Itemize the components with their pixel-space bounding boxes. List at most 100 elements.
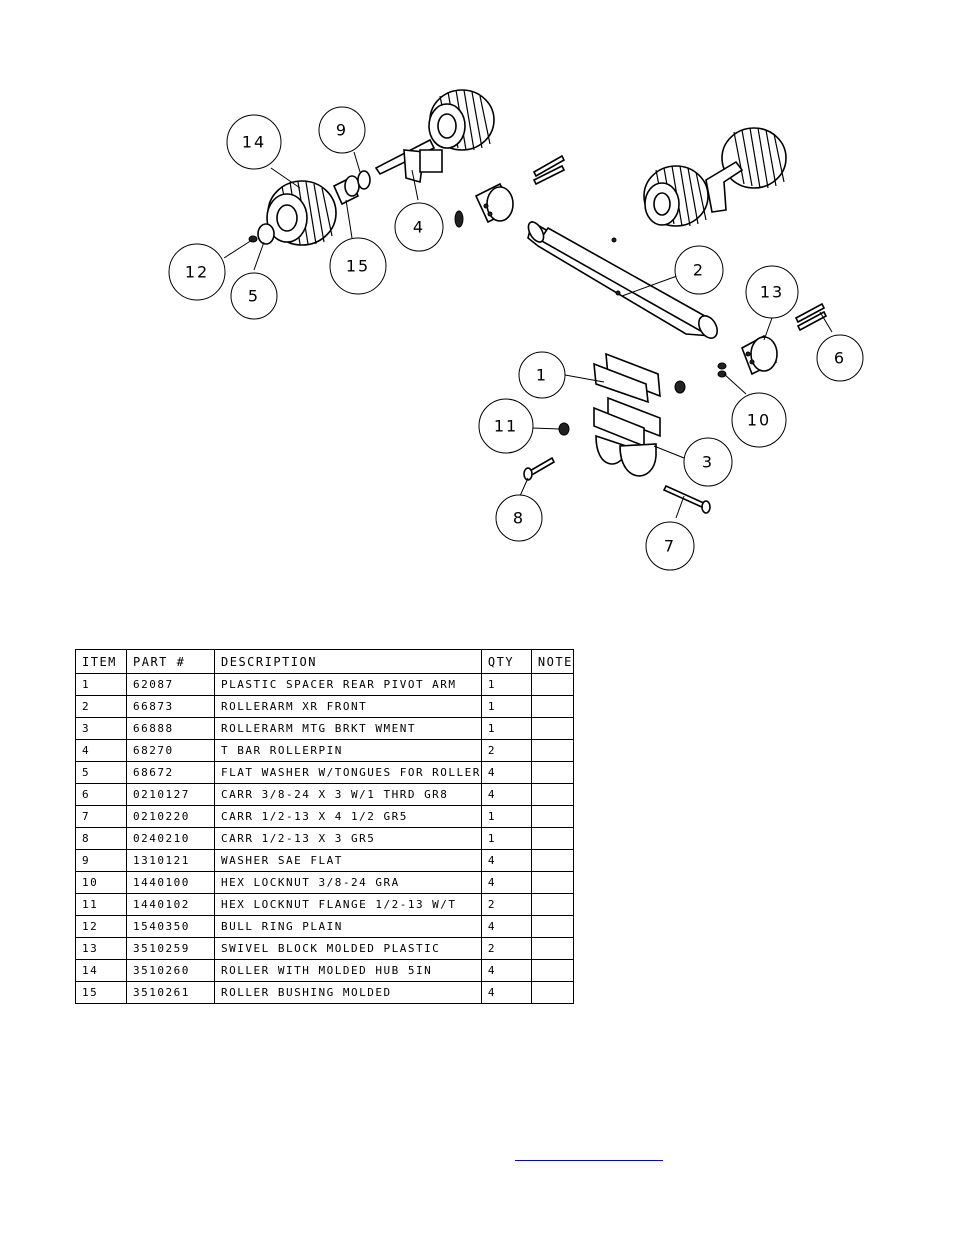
svg-text:10: 10 [747, 411, 771, 430]
cell-part-number: 62087 [126, 673, 215, 696]
cell-qty: 4 [480, 959, 532, 982]
cell-item: 9 [75, 849, 127, 872]
cell-note [530, 783, 574, 806]
cell-part-number: 3510261 [126, 981, 215, 1004]
footer-link[interactable] [515, 1146, 663, 1161]
cell-qty: 1 [480, 673, 532, 696]
svg-text:5: 5 [248, 287, 260, 306]
cell-note [530, 915, 574, 938]
cell-qty: 1 [480, 805, 532, 828]
part-roller-lower-right [643, 165, 709, 227]
cell-part-number: 0210220 [126, 805, 215, 828]
cell-part-number: 1540350 [126, 915, 215, 938]
cell-item: 11 [75, 893, 127, 916]
svg-text:9: 9 [336, 121, 348, 140]
part-nut-11 [558, 422, 570, 436]
svg-text:8: 8 [513, 509, 525, 528]
cell-qty: 4 [480, 915, 532, 938]
cell-item: 3 [75, 717, 127, 740]
cell-note [530, 761, 574, 784]
cell-item: 12 [75, 915, 127, 938]
part-bolt-8 [523, 456, 556, 481]
cell-part-number: 3510260 [126, 959, 215, 982]
cell-description: ROLLER WITH MOLDED HUB 5IN [214, 959, 482, 982]
callout-7: 7 [645, 521, 695, 571]
cell-note [530, 981, 574, 1004]
svg-text:15: 15 [346, 257, 370, 276]
cell-item: 10 [75, 871, 127, 894]
callout-2: 2 [674, 245, 724, 295]
callout-4: 4 [394, 202, 444, 252]
cell-note [530, 937, 574, 960]
callout-5: 5 [230, 272, 278, 320]
callout-3: 3 [683, 437, 733, 487]
part-roller-14 [266, 180, 337, 246]
cell-description: T BAR ROLLERPIN [214, 739, 482, 762]
callout-8: 8 [495, 494, 543, 542]
part-t-bar-rollerpin-upper [374, 138, 443, 184]
cell-note [530, 695, 574, 718]
callout-11: 11 [478, 398, 534, 454]
cell-part-number: 66873 [126, 695, 215, 718]
cell-item: 14 [75, 959, 127, 982]
cell-part-number: 68270 [126, 739, 215, 762]
part-spacer-1 [593, 352, 661, 404]
svg-text:11: 11 [494, 417, 518, 436]
part-bracket-3 [593, 396, 661, 477]
cell-qty: 4 [480, 849, 532, 872]
cell-item: 7 [75, 805, 127, 828]
cell-description: ROLLERARM MTG BRKT WMENT [214, 717, 482, 740]
cell-part-number: 66888 [126, 717, 215, 740]
cell-item: 15 [75, 981, 127, 1004]
cell-qty: 4 [480, 761, 532, 784]
cell-note [530, 871, 574, 894]
cell-part-number: 3510259 [126, 937, 215, 960]
cell-item: 4 [75, 739, 127, 762]
part-bushing-15 [332, 175, 360, 206]
cell-qty: 4 [480, 871, 532, 894]
cell-item: 2 [75, 695, 127, 718]
cell-item: 13 [75, 937, 127, 960]
cell-note [530, 893, 574, 916]
part-bolts-6 [794, 302, 828, 332]
part-nuts-10 [717, 362, 727, 378]
cell-note [530, 739, 574, 762]
callout-13: 13 [745, 265, 799, 319]
cell-part-number: 68672 [126, 761, 215, 784]
cell-note [530, 827, 574, 850]
callout-9: 9 [318, 106, 366, 154]
cell-part-number: 1310121 [126, 849, 215, 872]
parts-drawing [248, 89, 828, 514]
part-swivel-block-13 [741, 334, 778, 376]
cell-note [530, 805, 574, 828]
cell-description: CARR 1/2-13 X 3 GR5 [214, 827, 482, 850]
cell-description: FLAT WASHER W/TONGUES FOR ROLLER [214, 761, 482, 784]
cell-description: WASHER SAE FLAT [214, 849, 482, 872]
callout-15: 15 [329, 237, 387, 295]
callout-10: 10 [731, 392, 787, 448]
cell-description: PLASTIC SPACER REAR PIVOT ARM [214, 673, 482, 696]
svg-text:3: 3 [702, 453, 714, 472]
cell-part-number: 0240210 [126, 827, 215, 850]
part-washer-5 [257, 223, 275, 245]
header-note: NOTE [530, 649, 574, 674]
part-bolts-upper [532, 154, 566, 186]
cell-item: 8 [75, 827, 127, 850]
exploded-parts-diagram: 14 9 4 12 5 15 2 13 6 1 10 11 [168, 89, 864, 571]
part-t-bar-rollerpin-right [705, 160, 744, 213]
cell-item: 6 [75, 783, 127, 806]
header-description: DESCRIPTION [214, 649, 482, 674]
